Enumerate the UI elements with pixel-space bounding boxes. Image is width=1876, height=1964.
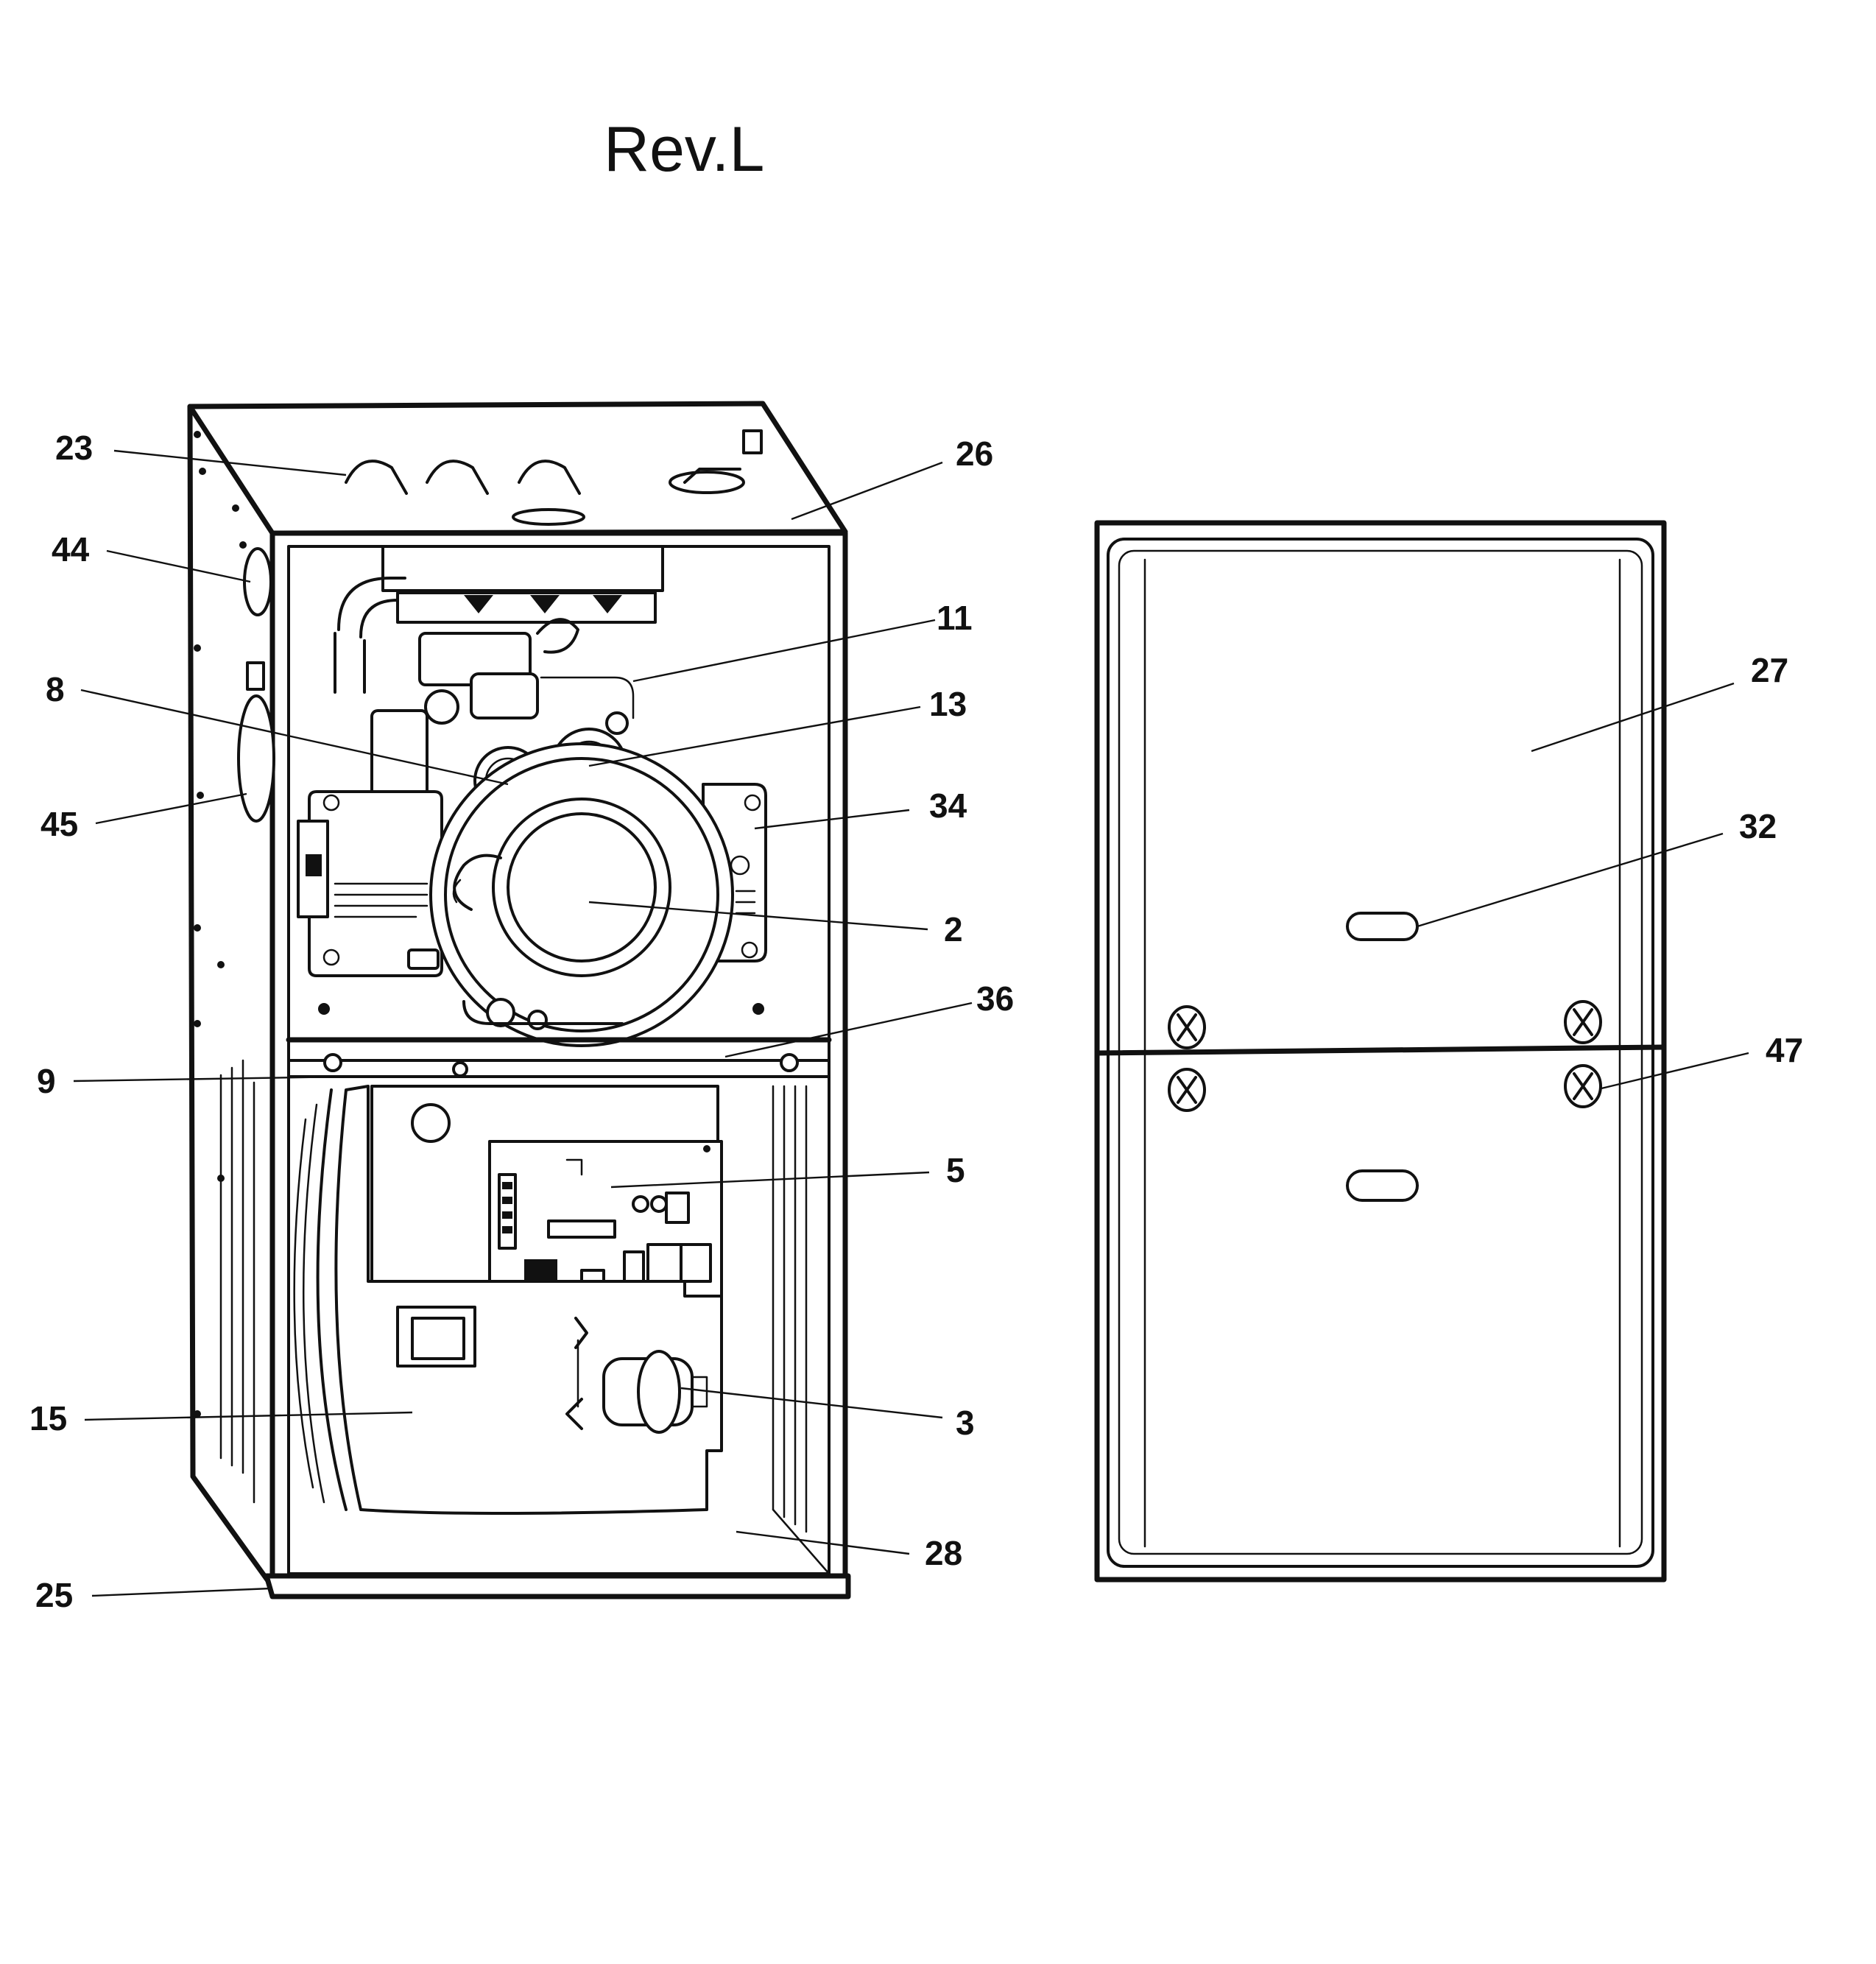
leader-lines: [73, 449, 1749, 1597]
callout-2: 2: [944, 910, 963, 948]
callout-3: 3: [956, 1404, 975, 1442]
callout-36: 36: [976, 979, 1014, 1018]
callout-13: 13: [929, 685, 967, 723]
control-mount-plate: [297, 790, 443, 977]
revision-label: Rev.L: [604, 114, 764, 185]
inducer-blower-housing: [407, 742, 767, 1047]
callout-9: 9: [37, 1062, 56, 1100]
callout-23: 23: [55, 429, 93, 467]
burner-manifold: [334, 545, 664, 694]
callout-47: 47: [1766, 1031, 1803, 1069]
callout-26: 26: [956, 434, 993, 473]
side-fitting: [246, 661, 265, 691]
callout-44: 44: [52, 530, 90, 569]
lower-side-rails: [772, 1085, 831, 1575]
door-handle-upper: [1346, 912, 1419, 941]
cabinet-base-rail: [264, 1573, 851, 1599]
gas-valve: [418, 618, 635, 735]
side-opening-lower: [237, 694, 275, 823]
callout-45: 45: [40, 805, 78, 843]
callout-28: 28: [925, 1534, 962, 1572]
callout-numbers: 23 26 44 11 8 13 27 34 45 32 2 36 47 9 5…: [29, 429, 1803, 1614]
heat-exchanger-tubes: [345, 429, 763, 526]
furnace-cabinet: [187, 401, 851, 1599]
callout-25: 25: [35, 1576, 73, 1614]
side-panel-holes: [194, 431, 247, 1418]
callout-5: 5: [946, 1151, 965, 1189]
callout-11: 11: [937, 599, 973, 637]
door-panel: [1094, 520, 1667, 1583]
divider-rail: [286, 1003, 832, 1078]
door-latches: [1168, 1000, 1602, 1112]
control-board: [370, 1085, 723, 1305]
side-opening-upper: [243, 547, 272, 616]
door-seam: [1094, 1044, 1667, 1056]
blower-assembly: [293, 1085, 723, 1515]
callout-32: 32: [1739, 807, 1777, 845]
callout-27: 27: [1751, 651, 1788, 689]
callout-8: 8: [46, 670, 65, 708]
callout-15: 15: [29, 1399, 67, 1437]
door-handle-lower: [1346, 1169, 1419, 1202]
callout-34: 34: [929, 786, 967, 825]
side-panel-louvres: [219, 1059, 255, 1504]
